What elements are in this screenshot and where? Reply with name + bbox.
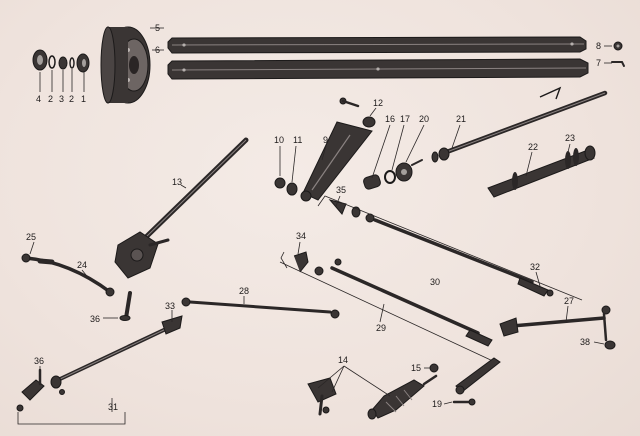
long-bar-6 [167, 58, 589, 80]
bracket-line-29 [279, 251, 496, 363]
ref-10: 10 [274, 135, 284, 145]
ref-25: 25 [26, 232, 36, 242]
ref-32: 32 [530, 262, 540, 272]
steering-column [114, 137, 249, 279]
ref-7: 7 [596, 58, 601, 68]
drag-link-24 [21, 253, 115, 297]
ref-12: 12 [373, 98, 383, 108]
idler-arm-14 [307, 377, 337, 416]
leader-lines [29, 27, 612, 412]
ref-20: 20 [419, 114, 429, 124]
long-bar-5 [167, 36, 587, 54]
bolt-19 [452, 398, 476, 406]
ref-11: 11 [293, 135, 302, 145]
track-rod-31 [16, 315, 183, 412]
rod-30 [328, 199, 554, 297]
ref-35: 35 [336, 185, 346, 195]
ref-31: 31 [108, 402, 118, 412]
ref-29: 29 [376, 323, 386, 333]
bracket-line-31 [17, 412, 126, 425]
ref-6: 6 [155, 45, 160, 55]
ref-13: 13 [172, 177, 182, 187]
ref-24: 24 [77, 260, 87, 270]
ref-33: 33 [165, 301, 175, 311]
ref-28: 28 [239, 286, 249, 296]
ref-16: 16 [385, 114, 395, 124]
ref-8: 8 [596, 41, 601, 51]
bracket-line-30 [317, 195, 583, 301]
ref-4: 4 [36, 94, 41, 104]
ref-38: 38 [580, 337, 590, 347]
hub-bearing-set [32, 49, 90, 73]
brake-drum [100, 26, 151, 104]
arm-27 [499, 305, 616, 350]
lever-15 [429, 357, 501, 395]
ref-9: 9 [323, 135, 328, 145]
ref-17: 17 [400, 114, 410, 124]
ref-19: 19 [432, 399, 442, 409]
ref-15: 15 [411, 363, 421, 373]
ref-27: 27 [564, 296, 574, 306]
ref-2a: 2 [48, 94, 53, 104]
ref-1: 1 [81, 94, 86, 104]
ref-14: 14 [338, 355, 348, 365]
bushings-10-11 [274, 177, 312, 202]
rubber-boot [367, 374, 438, 420]
rod-28 [181, 297, 340, 319]
sleeve-22-23 [487, 145, 596, 198]
tie-rod-21 [431, 86, 608, 163]
pin-36a [119, 291, 132, 321]
ref-23: 23 [565, 133, 575, 143]
shock-absorber [302, 97, 376, 201]
ref-22: 22 [528, 142, 538, 152]
ref-34: 34 [296, 231, 306, 241]
ref-36b: 36 [34, 356, 44, 366]
ref-5: 5 [155, 23, 160, 33]
ref-21: 21 [456, 114, 466, 124]
ref-3: 3 [59, 94, 64, 104]
ref-2b: 2 [69, 94, 74, 104]
small-bolt-8-7 [611, 41, 625, 67]
ref-36a: 36 [90, 314, 100, 324]
bushings-16-17-20 [363, 159, 423, 190]
ref-30: 30 [430, 277, 440, 287]
rod-29 [293, 251, 493, 347]
reference-numbers: 4 2 3 2 1 5 6 8 7 12 10 11 9 16 17 20 21… [26, 23, 601, 412]
